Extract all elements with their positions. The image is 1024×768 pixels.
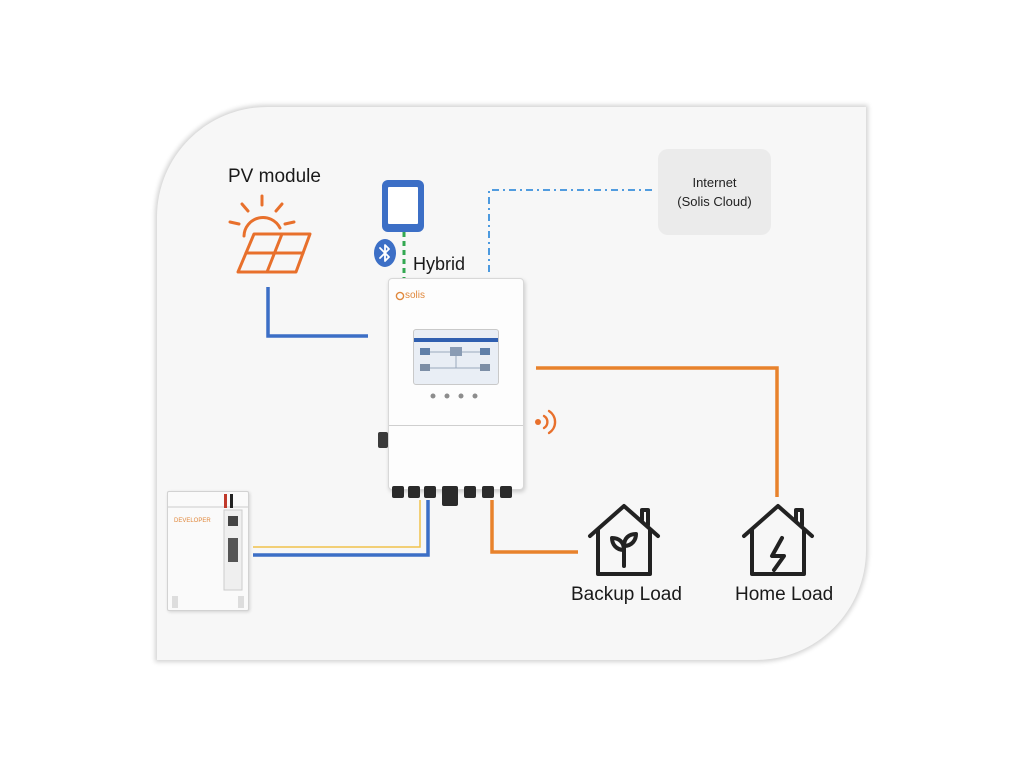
inverter-button-row <box>430 393 478 399</box>
internet-label: Internet <box>692 175 737 190</box>
house-plant-icon <box>588 504 660 576</box>
bluetooth-icon <box>374 239 396 267</box>
battery-details-graphic <box>168 494 248 608</box>
hybrid-label: Hybrid <box>413 254 466 274</box>
inverter-panel-divider <box>389 425 523 426</box>
battery-brand-label: DEVELOPER <box>174 518 211 524</box>
backup-load-label: Backup Load <box>571 584 682 605</box>
internet-solis-cloud-box: Internet (Solis Cloud) <box>658 149 771 235</box>
wireless-signal-icon <box>535 409 557 435</box>
inverter-to-backup-load-line <box>490 500 578 554</box>
solis-cloud-label: (Solis Cloud) <box>677 194 752 209</box>
inverter-brand-logo: solis <box>405 290 426 301</box>
tablet-icon <box>382 180 424 232</box>
inverter-side-switch <box>378 432 388 448</box>
hybrid-inverter: solis <box>378 278 524 490</box>
pv-to-inverter-line <box>266 287 368 338</box>
pv-module-label: PV module <box>228 166 321 187</box>
internet-connection-line <box>488 189 656 272</box>
inverter-to-home-load-line <box>536 366 779 497</box>
solis-logo-icon <box>395 291 405 301</box>
inverter-display-screen <box>413 329 499 385</box>
battery-unit: DEVELOPER <box>167 491 249 611</box>
inverter-display-graphic <box>414 338 498 371</box>
home-load-label: Home Load <box>735 584 834 605</box>
battery-comms-line <box>253 500 421 548</box>
battery-to-inverter-line <box>253 500 430 557</box>
inverter-connector-ports <box>392 486 512 506</box>
solar-panel-sun-icon <box>228 194 312 274</box>
house-lightning-icon <box>742 504 814 576</box>
